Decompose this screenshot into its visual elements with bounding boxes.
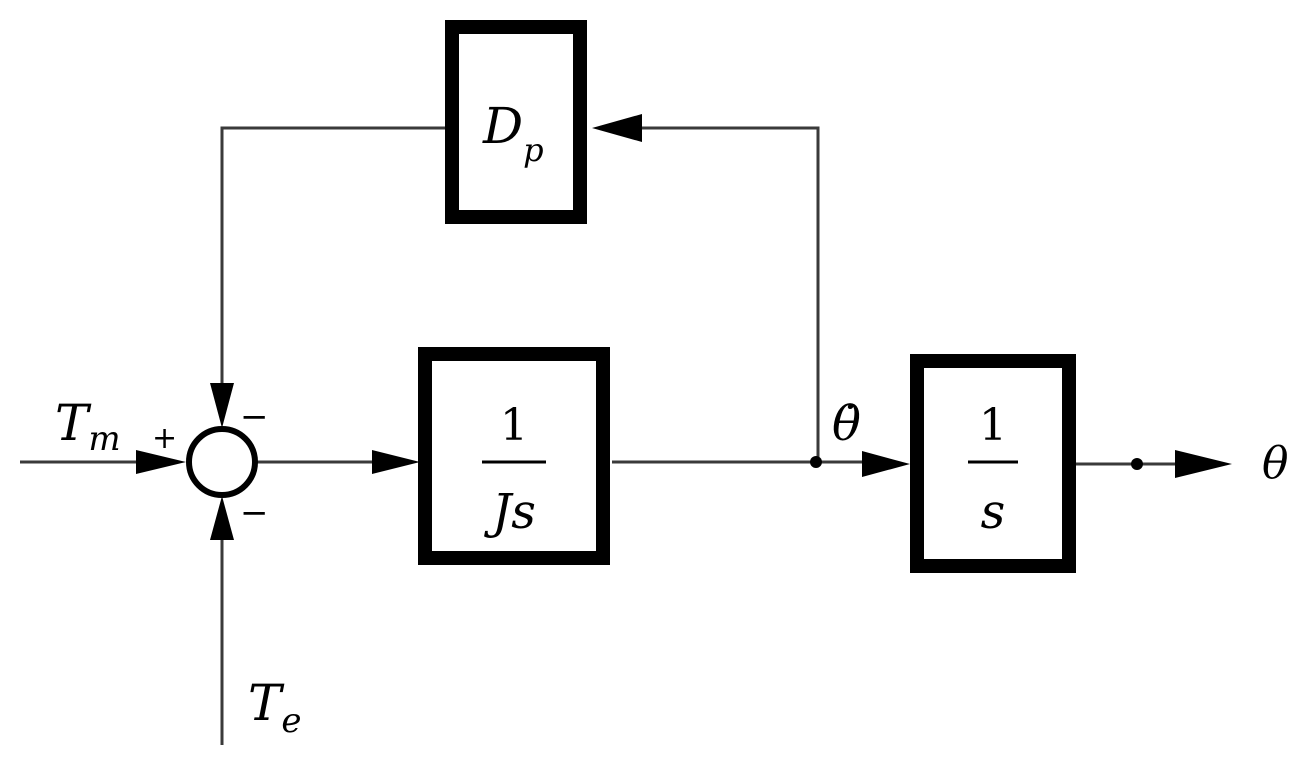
arrow-feedback-to-dp — [592, 114, 642, 142]
damping-main: D — [482, 97, 523, 155]
damping-sub: p — [523, 131, 543, 169]
te-main: T — [248, 674, 285, 732]
angle-label: θ — [1262, 438, 1289, 489]
sign-plus-left: + — [152, 421, 177, 456]
inertia-denominator: Js — [483, 484, 536, 540]
sign-minus-top: − — [240, 397, 269, 437]
arrow-tm-to-summer — [136, 450, 186, 474]
pickoff-dot — [810, 456, 822, 468]
integrator-denominator: s — [981, 484, 1006, 540]
damping-block: Dp — [445, 20, 587, 224]
te-label: Te — [248, 674, 301, 741]
dp-output-wire — [220, 126, 452, 395]
sign-minus-bottom: − — [240, 493, 269, 533]
arrow-to-integrator — [862, 451, 910, 477]
integrator-numerator: 1 — [979, 400, 1007, 451]
arrow-dp-to-summer — [210, 383, 234, 428]
arrow-output — [1175, 450, 1232, 478]
integrator-block: 1 s — [910, 354, 1076, 573]
svg-text:Dp: Dp — [482, 97, 544, 169]
tm-label: Tm — [55, 394, 121, 459]
arrow-summer-to-inertia — [372, 450, 420, 474]
inertia-block: 1 Js — [418, 347, 610, 565]
tm-main: T — [55, 394, 92, 452]
summing-junction — [186, 426, 258, 498]
te-sub: e — [281, 701, 301, 741]
speed-label: θ̇ — [832, 396, 861, 452]
output-dot — [1131, 458, 1143, 470]
inertia-numerator: 1 — [500, 400, 528, 451]
arrow-te-to-summer — [210, 496, 234, 540]
tm-sub: m — [88, 419, 120, 459]
feedback-wire-up — [770, 126, 820, 462]
